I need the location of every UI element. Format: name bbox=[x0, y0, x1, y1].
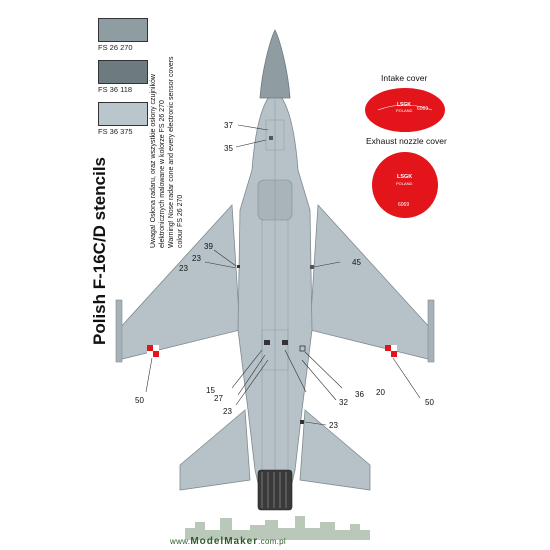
callout-23: 23 bbox=[329, 421, 338, 430]
right-wingtip-rail bbox=[427, 299, 435, 363]
callout-23: 23 bbox=[179, 264, 188, 273]
callout-37: 37 bbox=[224, 121, 233, 130]
footer-suffix: .com.pl bbox=[258, 537, 287, 546]
exhaust-cover-number: 6069 bbox=[398, 202, 410, 208]
polish-roundel-right bbox=[385, 345, 397, 357]
swatch-label: FS 26 270 bbox=[98, 43, 133, 52]
left-wingtip-rail bbox=[115, 299, 123, 363]
intake-cover-number: 6069 bbox=[417, 106, 429, 112]
callout-50-left: 50 bbox=[135, 396, 144, 405]
intake-cover-text: LSGK bbox=[397, 102, 411, 108]
swatch-label: FS 36 118 bbox=[98, 85, 133, 94]
intake-cover bbox=[365, 88, 445, 132]
callout-27: 27 bbox=[214, 394, 223, 403]
footer-url[interactable]: www.ModelMaker.com.pl bbox=[170, 536, 286, 547]
callout-32: 32 bbox=[339, 398, 348, 407]
footer-skyline bbox=[185, 516, 370, 540]
right-stabilizer bbox=[299, 409, 371, 491]
radome bbox=[259, 29, 291, 99]
callout-39: 39 bbox=[204, 242, 213, 251]
callout-23: 23 bbox=[223, 407, 232, 416]
exhaust-cover-text: LSGK bbox=[397, 174, 413, 180]
intake-cover-label: Intake cover bbox=[381, 73, 428, 83]
intake-cover-text: POLAND bbox=[396, 108, 413, 113]
polish-roundel-left bbox=[147, 345, 159, 357]
right-wing bbox=[309, 204, 433, 361]
exhaust-cover-label: Exhaust nozzle cover bbox=[366, 136, 447, 146]
callout-35: 35 bbox=[224, 144, 233, 153]
callout-50-right: 50 bbox=[425, 398, 434, 407]
exhaust-cover bbox=[372, 152, 438, 218]
callout-23: 23 bbox=[192, 254, 201, 263]
footer-brand: ModelMaker bbox=[190, 536, 259, 547]
left-stabilizer bbox=[179, 409, 251, 491]
callout-45: 45 bbox=[352, 258, 361, 267]
footer-prefix: www. bbox=[170, 537, 191, 546]
swatch-label: FS 36 375 bbox=[98, 127, 133, 136]
callout-36: 36 bbox=[355, 390, 364, 399]
callout-20: 20 bbox=[376, 388, 385, 397]
swatch-fs26270 bbox=[98, 18, 148, 42]
swatch-fs36375 bbox=[98, 102, 148, 126]
exhaust-cover-text: POLAND bbox=[396, 181, 413, 186]
exhaust-nozzle bbox=[257, 469, 293, 511]
left-wing bbox=[117, 204, 241, 361]
swatch-fs36118 bbox=[98, 60, 148, 84]
callout-15: 15 bbox=[206, 386, 215, 395]
